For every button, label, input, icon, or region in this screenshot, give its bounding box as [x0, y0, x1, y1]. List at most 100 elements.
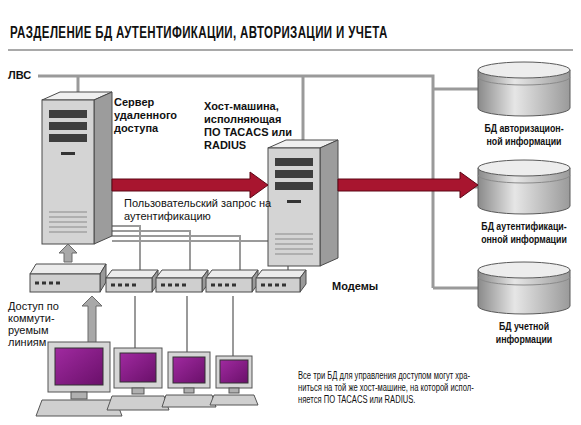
monitor-body: [48, 342, 110, 392]
modem-top: [106, 270, 158, 278]
vent-line: [275, 234, 313, 235]
vent-line: [49, 222, 87, 223]
database-cylinder: БД аутентификаци- онной информации: [478, 160, 570, 214]
node-label: БД аутентификаци- онной информации: [478, 220, 571, 246]
monitor-stand: [132, 388, 144, 394]
drive-bay: [275, 158, 313, 166]
monitor-stand: [229, 388, 239, 393]
title-rule: [8, 49, 573, 51]
tower-shape: [268, 140, 338, 266]
modem-bank: Модемы: [30, 262, 310, 294]
drive-bay: [49, 134, 87, 142]
modem-light: [282, 284, 286, 287]
cylinder-top: [478, 62, 570, 78]
vent-line: [275, 249, 313, 250]
monitor-screen: [173, 357, 205, 383]
drive-bay: [49, 110, 87, 118]
vent-line: [49, 217, 87, 218]
keyboard: [210, 395, 258, 405]
monitor-stand: [71, 392, 87, 399]
modem-light: [125, 284, 129, 287]
modem-light: [168, 284, 172, 287]
modem-light: [161, 284, 165, 287]
edge-label: Пользовательский запрос на аутентификаци…: [124, 197, 274, 223]
modem-light: [175, 284, 179, 287]
node-label: Хост-машина, исполняющая ПО TACACS или R…: [204, 100, 298, 152]
tower-front: [42, 100, 94, 244]
database-cylinder: БД авторизацион- ной информации: [478, 62, 570, 116]
cyl-shape: [478, 160, 570, 214]
request-arrow: [338, 172, 478, 198]
modem-front: [156, 278, 202, 292]
footnote: Все три БД для управления доступом могут…: [298, 370, 488, 406]
monitor-screen: [120, 353, 156, 382]
network-label: ЛВС: [8, 69, 48, 82]
tower-shape: [42, 92, 112, 244]
remote-access-server: Сервер удаленного доступа: [42, 92, 112, 244]
request-arrow: [112, 172, 268, 198]
tower-side: [94, 92, 112, 244]
drive-slot: [287, 200, 301, 203]
host-machine: Хост-машина, исполняющая ПО TACACS или R…: [268, 140, 338, 266]
modem-light: [275, 284, 279, 287]
vent-line: [275, 254, 313, 255]
modem-light: [49, 282, 53, 285]
drive-bay: [275, 170, 313, 178]
monitor-body: [168, 352, 210, 388]
node-label: БД учетной информации: [478, 320, 571, 346]
modem-light: [35, 282, 39, 285]
modem-light: [118, 284, 122, 287]
modem-front: [106, 278, 152, 292]
lan-bus: [38, 76, 433, 288]
modem-light: [111, 284, 115, 287]
drive-bay: [49, 122, 87, 130]
cyl-shape: [478, 262, 570, 314]
vent-line: [275, 239, 313, 240]
modems-shape: [30, 262, 310, 294]
modem-top: [206, 270, 258, 278]
node-label: Сервер удаленного доступа: [114, 96, 190, 135]
monitor-stand: [184, 388, 194, 393]
modem-light: [225, 284, 229, 287]
modem-front: [206, 278, 252, 292]
database-cylinder: БД учетной информации: [478, 262, 570, 314]
vent-line: [49, 212, 87, 213]
drive-bay: [275, 182, 313, 190]
vent-line: [49, 232, 87, 233]
modem-top: [30, 264, 106, 274]
dialup-arrow: [82, 296, 102, 345]
vent-line: [275, 244, 313, 245]
keyboard: [162, 395, 216, 407]
modem-front: [30, 274, 100, 292]
vent-line: [49, 227, 87, 228]
cylinder-top: [478, 160, 570, 176]
modem-top: [156, 270, 208, 278]
modem-light: [182, 284, 186, 287]
access-label: Доступ по коммути- руемым линиям: [8, 300, 66, 348]
tower-side: [320, 140, 338, 266]
modem-light: [268, 284, 272, 287]
monitor-body: [114, 348, 162, 388]
cylinder-top: [478, 262, 570, 278]
monitor-screen: [55, 348, 103, 385]
link-arrow: [59, 244, 77, 262]
cyl-shape: [478, 62, 570, 116]
drive-slot: [61, 152, 75, 155]
node-label: Модемы: [332, 280, 402, 293]
lan-drop: [302, 76, 305, 140]
modem-light: [218, 284, 222, 287]
keyboard: [107, 396, 169, 410]
monitor-screen: [220, 360, 248, 383]
modem-front: [256, 278, 300, 292]
tower-front: [268, 148, 320, 266]
modem-light: [211, 284, 215, 287]
lan-branch: [433, 89, 480, 288]
modem-light: [56, 282, 60, 285]
lan-drop: [77, 76, 80, 94]
modem-top: [256, 270, 306, 278]
modem-light: [261, 284, 265, 287]
modem-light: [232, 284, 236, 287]
modem-wire: [112, 226, 288, 270]
node-label: БД авторизацион- ной информации: [478, 122, 571, 148]
